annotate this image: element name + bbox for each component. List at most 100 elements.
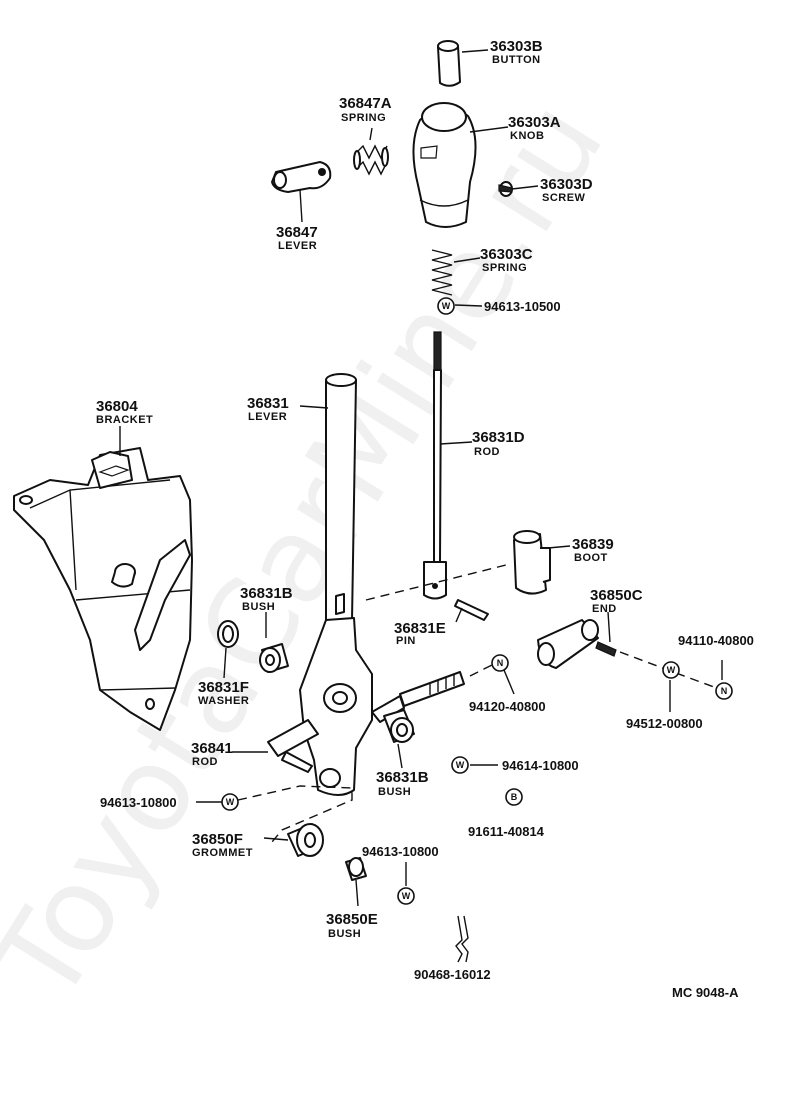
- svg-text:36303D: 36303D: [540, 176, 593, 193]
- svg-text:36831: 36831: [247, 395, 289, 412]
- rod-part-drawing: [423, 331, 447, 600]
- knob-spring-drawing: [431, 249, 453, 296]
- svg-text:36303A: 36303A: [508, 114, 561, 131]
- svg-text:BRACKET: BRACKET: [96, 414, 153, 426]
- small-lever-drawing: [271, 161, 332, 193]
- svg-text:91611-40814: 91611-40814: [468, 824, 545, 839]
- svg-text:36841: 36841: [191, 740, 233, 757]
- leader-line: [439, 441, 473, 445]
- screw-part-drawing: [498, 181, 513, 197]
- std-94512-00800: W 94512-00800: [626, 661, 703, 731]
- leader-line: [461, 49, 489, 53]
- svg-text:36847: 36847: [276, 224, 318, 241]
- std-94613-10500: W 94613-10500: [437, 297, 561, 315]
- pin-part-drawing: [454, 599, 489, 621]
- label-36804: 36804 BRACKET: [96, 398, 153, 426]
- bush-bottom-drawing: [383, 709, 415, 743]
- diagram-reference: MC 9048-A: [672, 985, 739, 1000]
- svg-text:36804: 36804: [96, 398, 138, 415]
- leader-line: [369, 127, 373, 141]
- label-36303A: 36303A KNOB: [508, 114, 561, 142]
- svg-text:36850C: 36850C: [590, 587, 643, 604]
- std-94110-40800: N 94110-40800: [678, 633, 754, 700]
- label-36303C: 36303C SPRING: [480, 246, 533, 274]
- svg-text:KNOB: KNOB: [510, 130, 544, 142]
- svg-text:B: B: [511, 792, 518, 802]
- clip-drawing: [455, 915, 469, 963]
- svg-text:W: W: [226, 797, 235, 807]
- threaded-rod-drawing: [371, 671, 465, 723]
- svg-text:END: END: [592, 603, 617, 615]
- svg-text:W: W: [402, 891, 411, 901]
- svg-text:SCREW: SCREW: [542, 192, 586, 204]
- svg-text:GROMMET: GROMMET: [192, 847, 253, 859]
- svg-text:36839: 36839: [572, 536, 614, 553]
- label-36831B-bottom: 36831B BUSH: [376, 769, 429, 798]
- svg-text:36831E: 36831E: [394, 620, 446, 637]
- std-94613-10800-left: W 94613-10800: [100, 793, 239, 811]
- bush-small-drawing: [345, 857, 367, 881]
- leader-line: [299, 189, 303, 223]
- svg-text:SPRING: SPRING: [482, 262, 527, 274]
- svg-text:94120-40800: 94120-40800: [469, 699, 546, 714]
- svg-text:36850F: 36850F: [192, 831, 243, 848]
- washer-symbol-icon: W: [437, 297, 455, 315]
- svg-text:36831B: 36831B: [376, 769, 429, 786]
- svg-text:SPRING: SPRING: [341, 112, 386, 124]
- svg-text:36847A: 36847A: [339, 95, 392, 112]
- assembly-line: [365, 563, 511, 601]
- leader-line: [511, 185, 539, 190]
- std-94613-10800-bottom: W 94613-10800: [362, 844, 439, 905]
- leader-line: [547, 545, 571, 549]
- svg-text:94512-00800: 94512-00800: [626, 716, 703, 731]
- leader-line: [223, 647, 227, 679]
- washer-drawing: [217, 620, 239, 648]
- label-36831B-top: 36831B BUSH: [240, 585, 293, 613]
- svg-text:LEVER: LEVER: [248, 411, 287, 423]
- svg-text:BOOT: BOOT: [574, 552, 608, 564]
- svg-text:N: N: [497, 658, 504, 668]
- svg-text:BUSH: BUSH: [242, 601, 275, 613]
- label-36850F: 36850F GROMMET: [192, 831, 253, 859]
- svg-text:94614-10800: 94614-10800: [502, 758, 579, 773]
- svg-text:36831B: 36831B: [240, 585, 293, 602]
- svg-text:90468-16012: 90468-16012: [414, 967, 491, 982]
- svg-text:36831F: 36831F: [198, 679, 249, 696]
- svg-text:94613-10800: 94613-10800: [100, 795, 177, 810]
- leader-line: [503, 669, 515, 695]
- washer-symbol-icon: W: [662, 661, 680, 679]
- svg-text:N: N: [721, 686, 728, 696]
- svg-text:BUTTON: BUTTON: [492, 54, 541, 66]
- std-90468-16012: 90468-16012: [414, 967, 491, 982]
- svg-text:BUSH: BUSH: [378, 786, 411, 798]
- leader-line: [453, 257, 481, 263]
- svg-text:36303C: 36303C: [480, 246, 533, 263]
- svg-text:W: W: [442, 301, 451, 311]
- svg-text:36831D: 36831D: [472, 429, 525, 446]
- label-36831D: 36831D ROD: [472, 429, 525, 458]
- label-36831: 36831 LEVER: [247, 395, 289, 423]
- washer-symbol-icon: W: [451, 756, 469, 774]
- bracket-part-drawing: [13, 447, 193, 731]
- svg-text:36303B: 36303B: [490, 38, 543, 55]
- leader-line: [469, 126, 509, 133]
- svg-text:W: W: [456, 760, 465, 770]
- washer-symbol-icon: W: [397, 887, 415, 905]
- leader-line: [454, 304, 483, 307]
- svg-text:ROD: ROD: [474, 446, 500, 458]
- svg-text:WASHER: WASHER: [198, 695, 249, 707]
- nut-symbol-icon: N: [491, 654, 509, 672]
- std-94614-10800: W 94614-10800: [451, 756, 579, 774]
- leader-line: [397, 743, 403, 769]
- knob-part-drawing: [412, 102, 477, 228]
- assembly-line: [237, 785, 353, 843]
- std-91611-40814: B 91611-40814: [468, 788, 545, 839]
- assembly-line: [469, 663, 495, 677]
- bush-top-drawing: [259, 643, 289, 673]
- label-36850E: 36850E BUSH: [326, 911, 378, 940]
- svg-text:W: W: [667, 665, 676, 675]
- label-36831E: 36831E PIN: [394, 620, 446, 647]
- nut-symbol-icon: N: [715, 682, 733, 700]
- grommet-drawing: [287, 823, 324, 857]
